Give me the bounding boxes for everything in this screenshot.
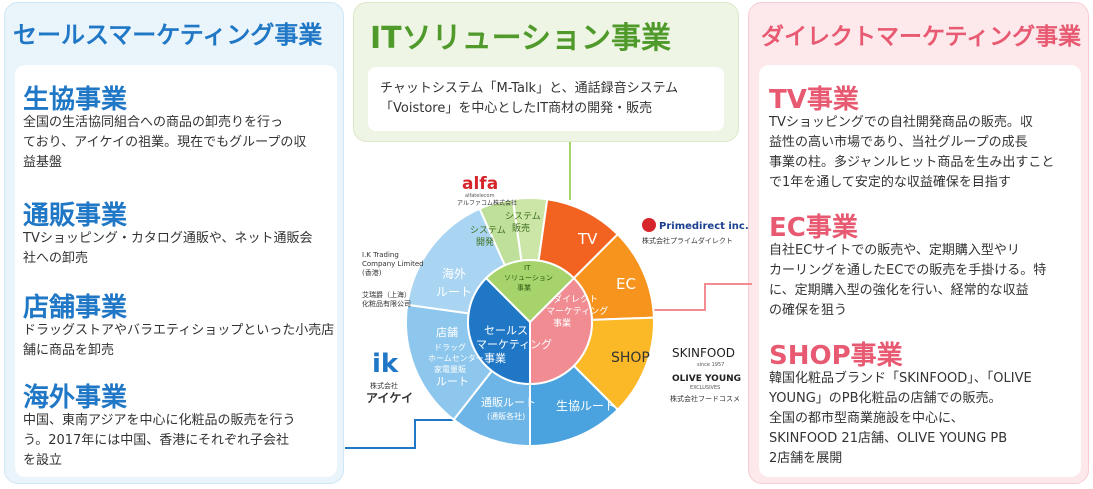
label-sys-kaihatsu-2: 開発 xyxy=(476,236,494,248)
label-kaigai-2: ルート xyxy=(436,285,472,299)
shop-body: 韓国化粧品ブランド「SKINFOOD」、「OLIVE YOUNG」のPB化粧品の… xyxy=(769,371,1032,466)
inner-it-solution xyxy=(484,259,576,324)
center-it-2: ソリューション xyxy=(504,274,553,282)
it-solution-body: チャットシステム「M-Talk」と、通話録音システム 「Voistore」を中心… xyxy=(380,81,679,116)
primedirect-logo: Primedirect inc. xyxy=(659,221,749,232)
label-tsuhan-2: (通販各社) xyxy=(487,411,525,421)
direct-marketing-title: ダイレクトマーケティング事業 xyxy=(761,24,1082,50)
overseas-body: 中国、東南アジアを中心に化粧品の販売を行う う。2017年には中国、香港にそれぞ… xyxy=(23,413,296,468)
mailorder-body: TVショッピング・カタログ通販や、ネット通販会 社への卸売 xyxy=(23,231,313,266)
primedirect-logo-mark xyxy=(642,218,656,232)
primedirect-corp-name: 株式会社プライムダイレクト xyxy=(642,236,733,245)
inner-direct-marketing xyxy=(529,276,593,386)
label-tv: TV xyxy=(577,230,598,248)
sales-marketing-title: セールスマーケティング事業 xyxy=(13,21,323,49)
it-solution-card: チャットシステム「M-Talk」と、通話録音システム 「Voistore」を中心… xyxy=(368,67,724,131)
ec-heading: EC事業 xyxy=(769,213,858,243)
center-direct-3: 事業 xyxy=(553,317,571,329)
label-sys-hanbai-2: 販売 xyxy=(512,222,530,234)
store-body: ドラッグストアやバラエティショップといった小売店 舗に商品を卸売 xyxy=(23,323,335,358)
label-sys-hanbai-1: システム xyxy=(505,211,541,222)
center-sales-2: マーケティング xyxy=(476,337,552,351)
tv-heading: TV事業 xyxy=(769,85,859,115)
olive-young-exclusives: EXCLUSIVES xyxy=(690,385,720,391)
direct-marketing-panel: ダイレクトマーケティング事業 TV事業 TVショッピングでの自社開発商品の販売。… xyxy=(748,2,1089,484)
ik-logo-mark: ik xyxy=(372,349,399,379)
ec-body: 自社ECサイトでの販売や、定期購入型やリ カーリングを通したECでの販売を手掛け… xyxy=(769,243,1047,318)
it-solution-title: ITソリューション事業 xyxy=(370,21,672,56)
olive-young-logo: OLIVE YOUNG xyxy=(672,374,741,384)
label-tenpo-1: 店舗 xyxy=(436,325,458,339)
overseas-heading: 海外事業 xyxy=(23,383,128,413)
center-it-3: 事業 xyxy=(517,283,531,292)
label-ec: EC xyxy=(616,275,636,293)
skinfood-logo: SKINFOOD xyxy=(672,346,735,360)
center-direct-1: ダイレクト xyxy=(553,293,598,305)
center-it-1: IT xyxy=(524,264,531,272)
mailorder-heading: 通販事業 xyxy=(23,201,128,231)
food-cosme-corp-name: 株式会社フードコスメ xyxy=(670,394,740,403)
ik-trading-2: Company Limited xyxy=(362,260,424,268)
label-sys-kaihatsu-1: システム xyxy=(470,225,506,236)
ik-shanghai-1: 艾瑞爵（上海） xyxy=(362,290,411,299)
label-shop: SHOP xyxy=(611,350,650,366)
ik-trading-3: (香港) xyxy=(362,268,382,277)
store-heading: 店舗事業 xyxy=(23,293,128,323)
label-kaigai-1: 海外 xyxy=(442,266,466,281)
connector-sales xyxy=(345,419,470,449)
sales-marketing-card: 生協事業 全国の生活協同組合への商品の卸売りを行っ ており、アイケイの祖業。現在… xyxy=(15,65,337,477)
ik-corp-label: 株式会社 xyxy=(370,381,398,390)
sales-marketing-panel: セールスマーケティング事業 生協事業 全国の生活協同組合への商品の卸売りを行っ … xyxy=(4,2,344,484)
coop-body: 全国の生活協同組合への商品の卸売りを行っ ており、アイケイの祖業。現在でもグルー… xyxy=(23,115,307,170)
it-solution-panel: ITソリューション事業 チャットシステム「M-Talk」と、通話録音システム 「… xyxy=(353,2,739,142)
alfa-logo-sub: alfatelecom xyxy=(465,193,495,199)
label-tenpo-3: ホームセンター xyxy=(428,354,484,363)
label-seikyo: 生協ルート xyxy=(556,398,616,413)
shop-heading: SHOP事業 xyxy=(769,341,903,371)
tv-body: TVショッピングでの自社開発商品の販売。収 益性の高い市場であり、当社グループの… xyxy=(769,115,1055,190)
ik-corp-name: アイケイ xyxy=(366,391,413,405)
label-tenpo-4: 家電量販 xyxy=(434,364,466,374)
label-tenpo-5: ルート xyxy=(436,375,469,388)
center-direct-2: マーケティング xyxy=(546,305,608,317)
coop-heading: 生協事業 xyxy=(23,85,128,115)
alfa-corp-name: アルファコム株式会社 xyxy=(457,199,517,207)
label-tenpo-2: ドラッグ xyxy=(434,342,466,352)
label-tsuhan-1: 通販ルート xyxy=(481,396,536,409)
center-sales-3: 事業 xyxy=(484,352,506,365)
connector-direct xyxy=(640,283,752,311)
direct-marketing-card: TV事業 TVショッピングでの自社開発商品の販売。収 益性の高い市場であり、当社… xyxy=(759,65,1081,477)
ik-trading-1: I.K Trading xyxy=(362,251,399,259)
inner-sales-marketing xyxy=(467,276,531,386)
center-sales-1: セールス xyxy=(484,324,528,337)
skinfood-since: since 1957 xyxy=(697,362,724,368)
alfa-logo: alfa xyxy=(462,174,498,194)
ik-shanghai-2: 化粧品有限公司 xyxy=(362,299,411,308)
